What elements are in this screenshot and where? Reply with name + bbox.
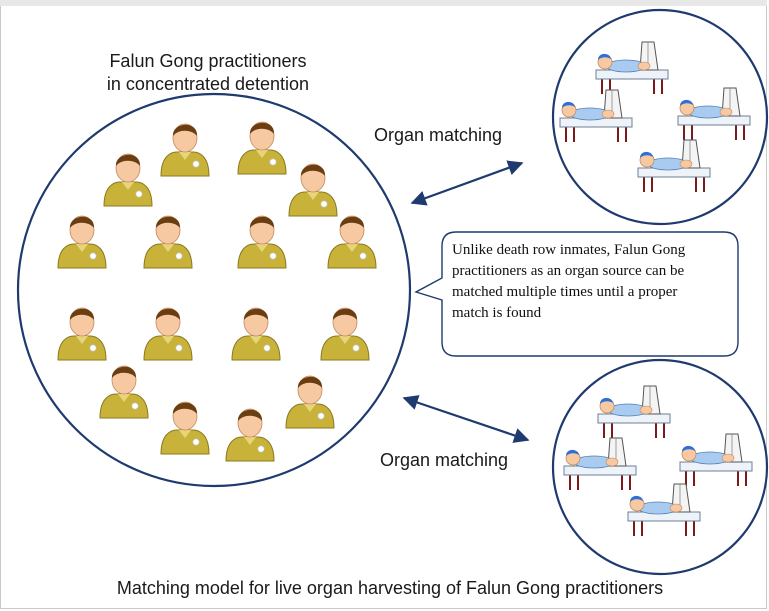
organ-matching-arrow-bottom bbox=[402, 395, 530, 443]
organ-matching-arrow-top bbox=[410, 160, 524, 206]
detention-circle bbox=[16, 92, 412, 488]
group-title: Falun Gong practitioners in concentrated… bbox=[78, 50, 338, 96]
callout-bubble bbox=[414, 231, 739, 357]
group-title-line1: Falun Gong practitioners bbox=[109, 51, 307, 71]
callout-text: Unlike death row inmates, Falun Gong pra… bbox=[452, 242, 686, 321]
diagram-caption: Matching model for live organ harvesting… bbox=[116, 578, 664, 598]
frame-top-bar bbox=[0, 0, 767, 6]
organ-matching-label-bottom: Organ matching bbox=[380, 450, 509, 470]
organ-matching-label-top: Organ matching bbox=[374, 125, 503, 145]
group-title-line2: in concentrated detention bbox=[106, 74, 310, 94]
